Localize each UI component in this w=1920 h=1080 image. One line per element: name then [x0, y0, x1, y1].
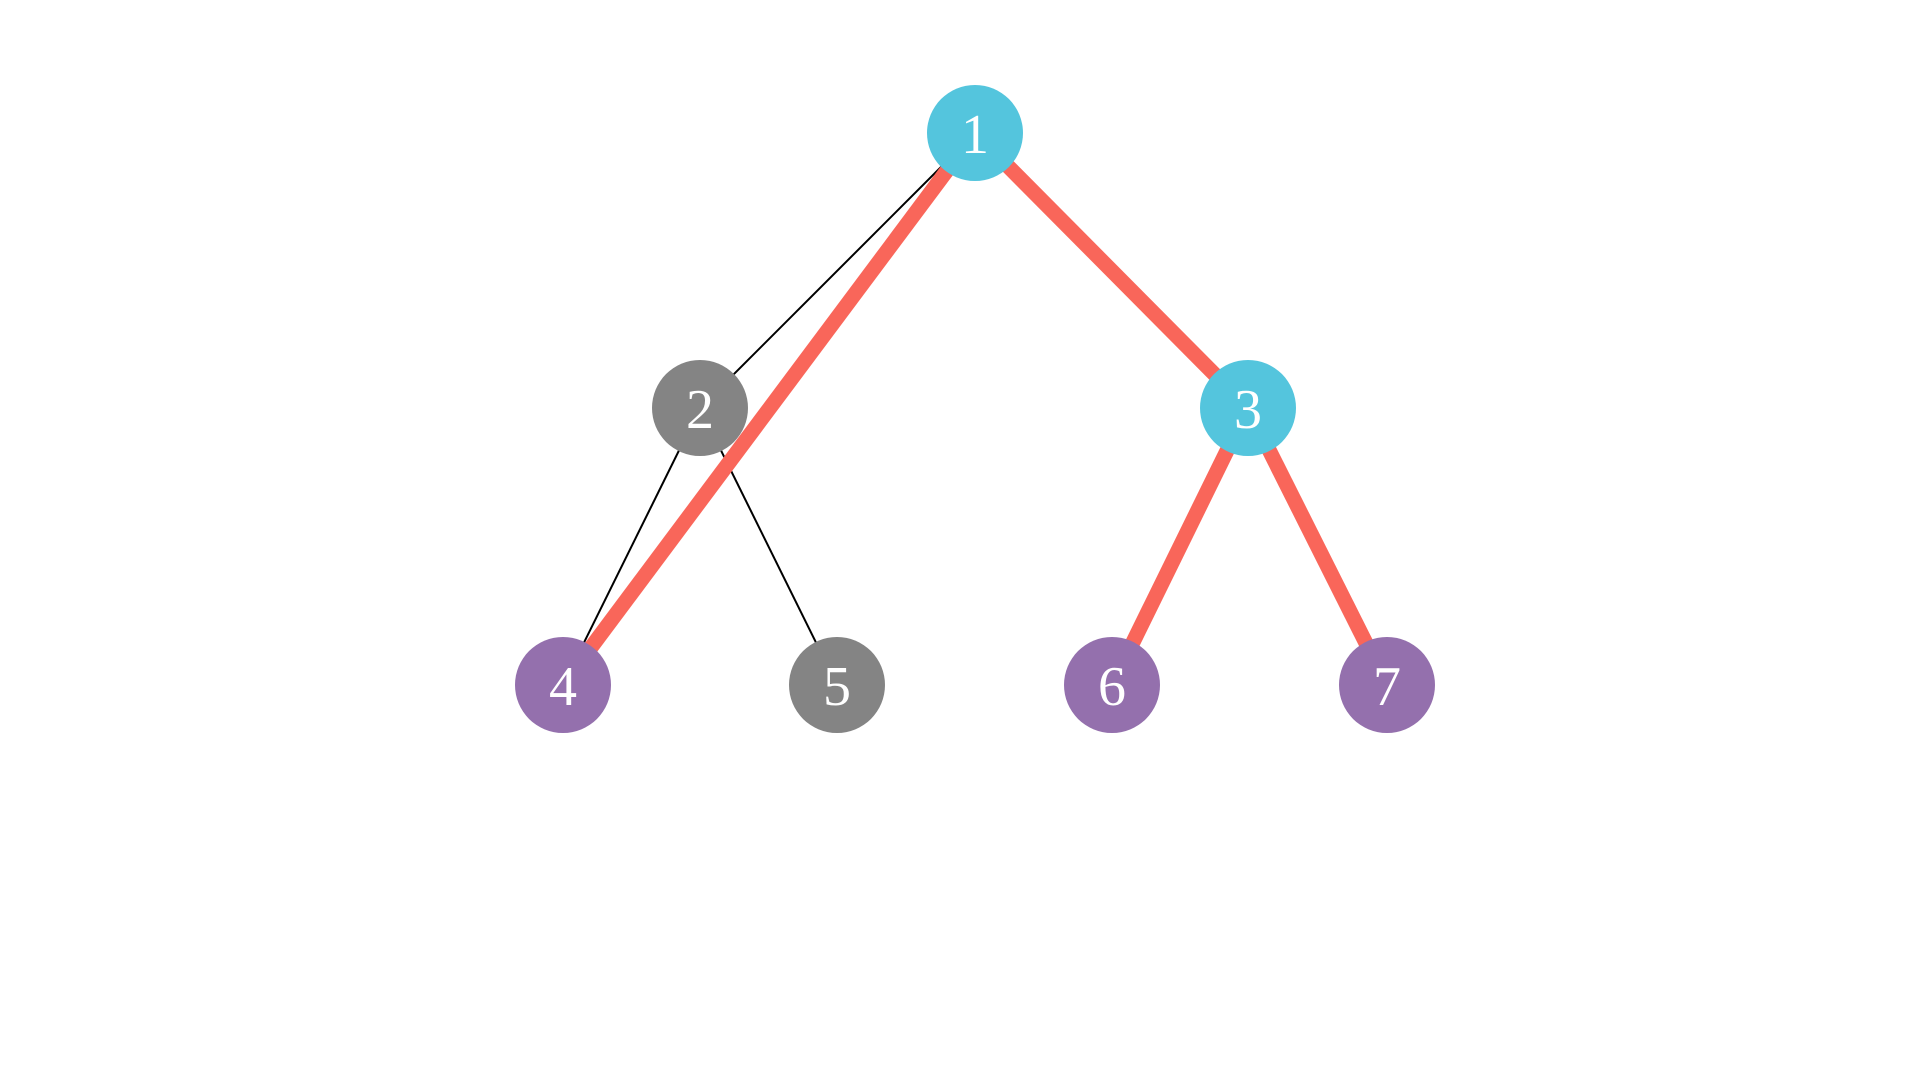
node-circle-5[interactable] [789, 637, 885, 733]
tree-node-1[interactable]: 1 [927, 85, 1023, 181]
highlight-edge-n3-n7 [1241, 404, 1394, 689]
node-layer: 1 2 3 4 5 6 7 [515, 85, 1435, 733]
highlight-edge-layer [556, 127, 1394, 690]
tree-edge-n2-n5 [699, 407, 838, 686]
node-label-1: 1 [961, 104, 989, 166]
tree-node-4[interactable]: 4 [515, 637, 611, 733]
tree-node-3[interactable]: 3 [1200, 360, 1296, 456]
tree-edge-n1-n2 [699, 132, 976, 409]
node-circle-7[interactable] [1339, 637, 1435, 733]
highlight-edge-n1-n3 [969, 127, 1254, 414]
tree-node-5[interactable]: 5 [789, 637, 885, 733]
tree-node-6[interactable]: 6 [1064, 637, 1160, 733]
node-circle-1[interactable] [927, 85, 1023, 181]
node-label-4: 4 [549, 656, 577, 718]
node-label-3: 3 [1234, 379, 1262, 441]
tree-node-7[interactable]: 7 [1339, 637, 1435, 733]
node-label-7: 7 [1373, 656, 1401, 718]
tree-node-2[interactable]: 2 [652, 360, 748, 456]
node-circle-4[interactable] [515, 637, 611, 733]
node-circle-3[interactable] [1200, 360, 1296, 456]
base-edge-layer [562, 132, 976, 686]
node-label-5: 5 [823, 656, 851, 718]
highlight-edge-n1-n4 [556, 128, 982, 690]
highlight-edge-n3-n6 [1105, 404, 1255, 689]
node-label-6: 6 [1098, 656, 1126, 718]
tree-edge-n2-n4 [562, 407, 701, 686]
node-circle-2[interactable] [652, 360, 748, 456]
node-label-2: 2 [686, 379, 714, 441]
node-circle-6[interactable] [1064, 637, 1160, 733]
